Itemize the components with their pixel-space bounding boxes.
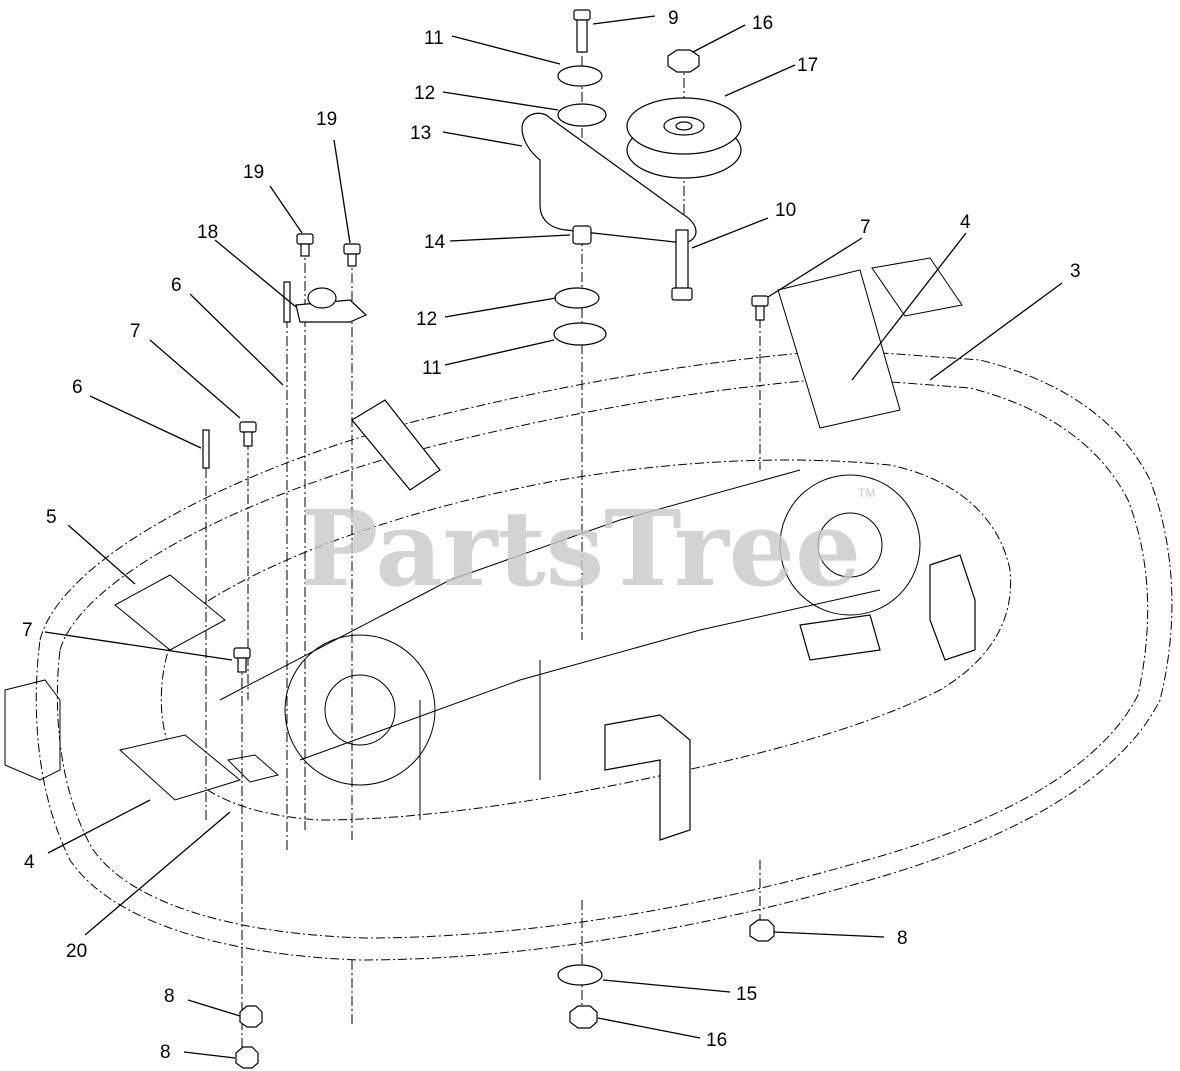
callout-8-left-upper: 8: [164, 986, 175, 1007]
decal-3: [871, 257, 963, 317]
callout-7-upper-left: 7: [130, 321, 141, 342]
callout-8-left-lower: 8: [160, 1042, 171, 1063]
callout-20: 20: [66, 941, 87, 962]
right-spindle-hub: [779, 474, 921, 616]
washer-12-lower: [554, 287, 600, 309]
callout-10: 10: [775, 200, 796, 221]
callout-15: 15: [736, 984, 757, 1005]
callout-19-right: 19: [316, 109, 337, 130]
callout-7-lower-left: 7: [22, 620, 33, 641]
leader-lines: [44, 15, 1063, 1059]
nut-8-left-lower: [235, 1046, 259, 1069]
callout-7-right: 7: [860, 217, 871, 238]
decal-20: [226, 754, 280, 783]
callout-4-right: 4: [960, 212, 971, 233]
washer-11-upper: [557, 65, 603, 87]
watermark-trademark: TM: [858, 486, 875, 500]
bolt-9: [573, 9, 591, 53]
decal-4-right: [777, 269, 901, 429]
fitting-bracket-18: [295, 287, 368, 323]
stop-bolt-19-left: [296, 233, 314, 257]
callout-18: 18: [197, 222, 218, 243]
callout-17: 17: [797, 55, 818, 76]
callout-3: 3: [1070, 261, 1081, 282]
pin-6-left: [202, 429, 210, 469]
nut-16-lower: [569, 1005, 598, 1029]
callout-16-top: 16: [752, 13, 773, 34]
callout-13: 13: [410, 123, 431, 144]
callout-labels: 9 11 16 17 12 13 19 19 10 7 4 18 3 6 14 …: [22, 8, 1081, 1063]
callout-14: 14: [424, 232, 446, 253]
left-spindle-hub: [284, 634, 436, 786]
bolt-7-right: [751, 295, 769, 321]
callout-9: 9: [668, 8, 679, 29]
center-bracket: [604, 714, 691, 841]
decal-5: [114, 574, 226, 651]
callout-12-top: 12: [414, 83, 435, 104]
callout-19-left: 19: [243, 162, 264, 183]
right-bracket: [929, 554, 976, 661]
nut-16-upper: [667, 49, 700, 73]
bolt-7-left-lower: [233, 647, 251, 673]
nut-8-right: [749, 919, 775, 942]
washer-11-lower: [553, 322, 607, 346]
callout-11-top: 11: [424, 28, 444, 49]
mower-deck: [4, 349, 1173, 961]
callout-4-left: 4: [24, 852, 35, 873]
stop-bolt-19-right: [343, 243, 361, 267]
callout-11-lower: 11: [422, 358, 442, 379]
bolt-7-left-upper: [239, 421, 257, 447]
upper-left-bracket: [351, 399, 441, 491]
callout-6-upper: 6: [171, 275, 182, 296]
wheel-bracket: [799, 614, 881, 661]
spacer-14: [572, 225, 592, 245]
callout-6-lower: 6: [72, 377, 83, 398]
callout-12-lower: 12: [416, 309, 437, 330]
idler-pulley-17: [626, 97, 742, 179]
washer-12-upper: [557, 103, 607, 127]
partstree-watermark: PartsTree: [300, 487, 861, 610]
washer-15: [557, 964, 603, 986]
callout-5: 5: [46, 507, 57, 528]
callout-16-bottom: 16: [706, 1030, 727, 1051]
callout-8-right: 8: [897, 928, 908, 949]
decal-4-left: [118, 734, 242, 801]
idler-arm-13: [521, 112, 697, 244]
bolt-10: [671, 229, 693, 301]
nut-8-left-upper: [239, 1005, 263, 1028]
